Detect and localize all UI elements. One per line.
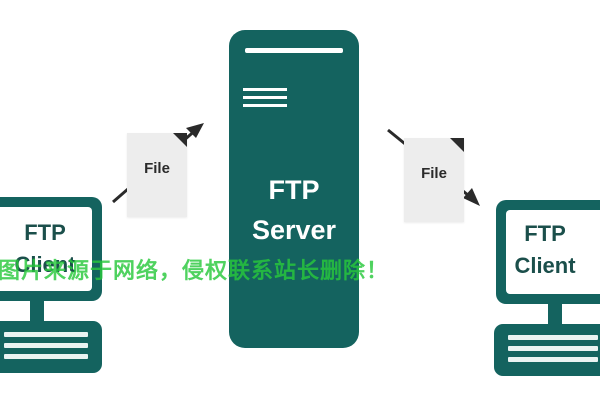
file-right-corner bbox=[450, 138, 464, 152]
watermark-text: 图片来源于网络，侵权联系站长删除！ bbox=[0, 258, 390, 283]
client-right-keys bbox=[508, 335, 598, 362]
client-right-keyboard bbox=[494, 324, 600, 376]
client-right-label: FTP Client bbox=[506, 210, 584, 282]
client-right-stand bbox=[548, 303, 562, 325]
client-left-label: FTP Client bbox=[0, 207, 92, 281]
client-left-label-line2: Client bbox=[14, 252, 76, 277]
server-vent-line-1 bbox=[245, 48, 343, 53]
client-left-keys bbox=[4, 332, 88, 359]
file-right-label: File bbox=[421, 165, 447, 182]
client-right-screen: FTP Client bbox=[506, 210, 600, 294]
client-left-monitor: FTP Client bbox=[0, 197, 102, 301]
server-vent-line-4 bbox=[243, 104, 287, 107]
file-left-corner bbox=[173, 133, 187, 147]
server-vent-line-2 bbox=[243, 88, 287, 91]
server-vent-line-3 bbox=[243, 96, 287, 99]
client-left-label-line1: FTP bbox=[24, 220, 66, 245]
client-left-screen: FTP Client bbox=[0, 207, 92, 291]
file-left-label: File bbox=[144, 160, 170, 177]
file-document-right: File bbox=[404, 138, 464, 222]
file-document-left: File bbox=[127, 133, 187, 217]
ftp-server: FTP Server bbox=[229, 30, 359, 348]
client-left-keyboard bbox=[0, 321, 102, 373]
client-left-stand bbox=[30, 300, 44, 322]
server-label-line2: Server bbox=[251, 215, 337, 245]
right-arrow-head bbox=[463, 188, 480, 206]
server-label-line1: FTP bbox=[268, 175, 320, 205]
client-right-monitor: FTP Client bbox=[496, 200, 600, 304]
client-right-label-line1: FTP bbox=[524, 221, 566, 246]
left-arrow-head bbox=[186, 123, 204, 138]
client-right-label-line2: Client bbox=[514, 253, 576, 278]
server-label: FTP Server bbox=[229, 170, 359, 250]
